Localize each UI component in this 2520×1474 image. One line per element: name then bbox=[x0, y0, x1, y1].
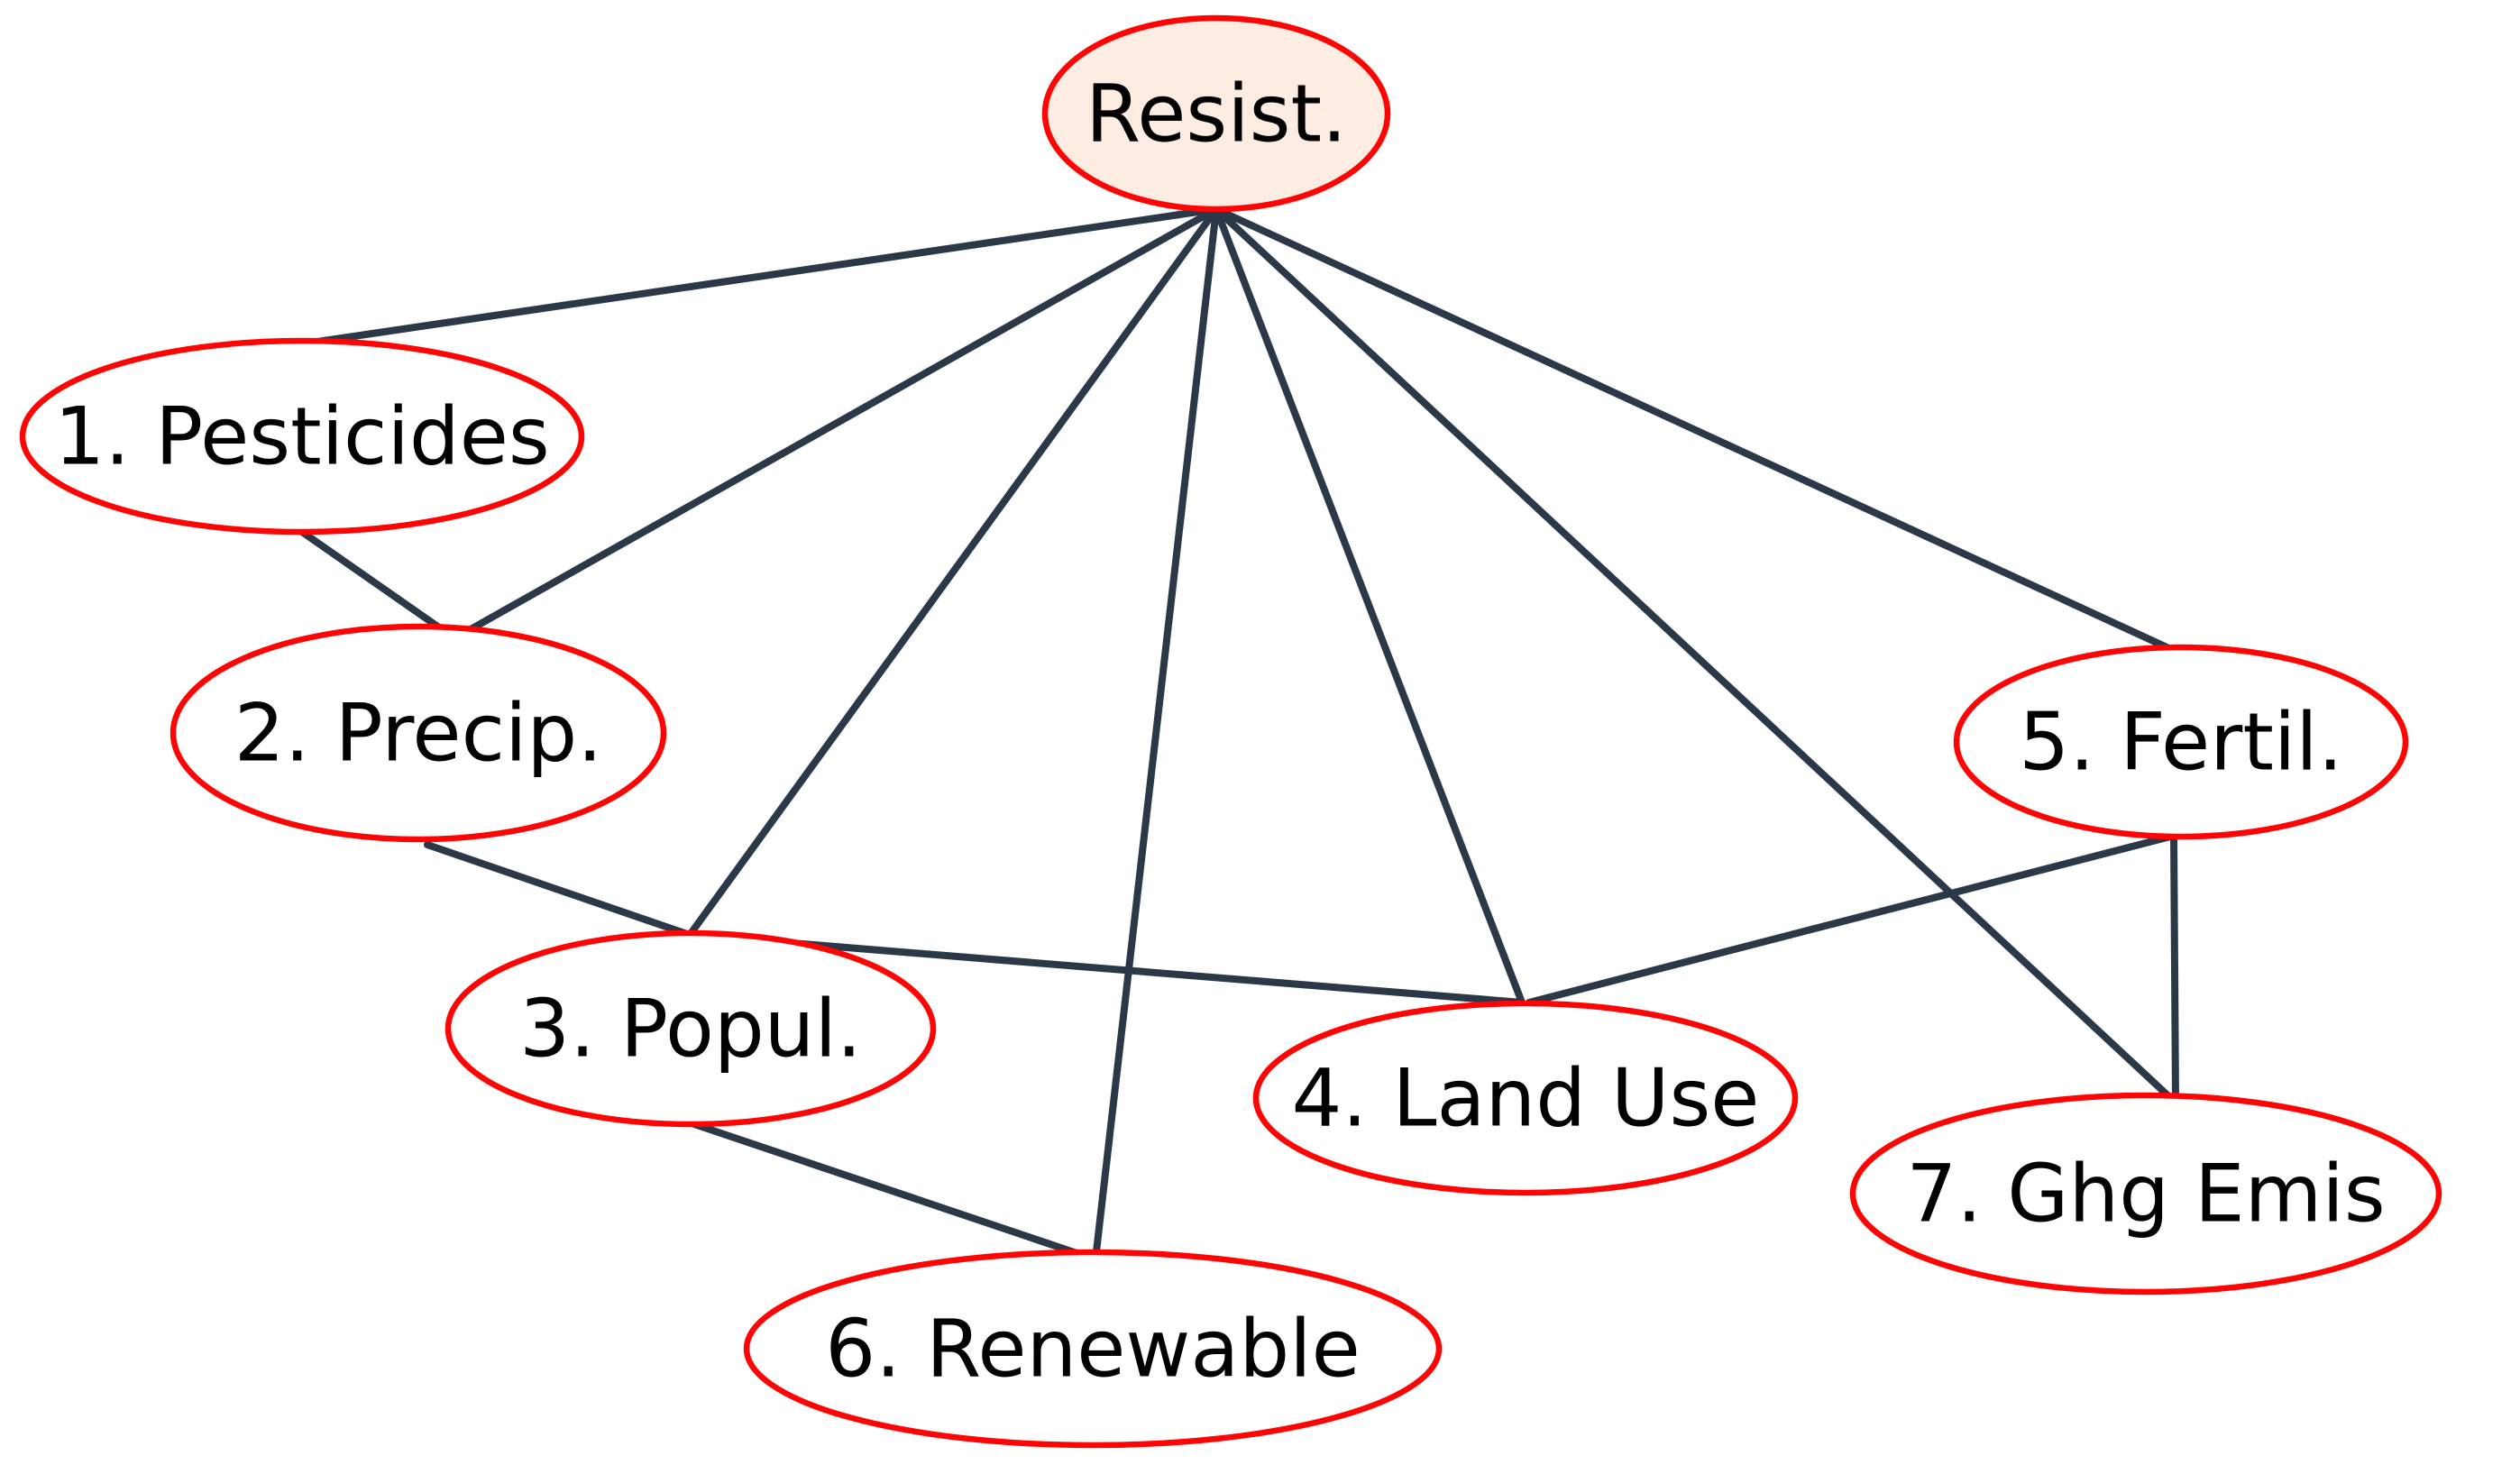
node-resist: Resist. bbox=[1041, 14, 1391, 213]
edge-resist-precip bbox=[461, 206, 1220, 636]
node-ellipse-landuse bbox=[1252, 1000, 1799, 1196]
edge-resist-popul bbox=[686, 206, 1220, 938]
edge-precip-popul bbox=[424, 841, 693, 938]
edge-resist-fertil bbox=[1213, 206, 2178, 655]
node-ellipse-renewable bbox=[743, 1249, 1443, 1449]
edge-resist-ghg bbox=[1213, 206, 2181, 1108]
nodes-layer: Resist. 1. Pesticides 2. Precip. 3. Popul. 4… bbox=[19, 14, 2442, 1449]
edge-resist-renewable bbox=[1092, 206, 1220, 1263]
node-ellipse-popul bbox=[444, 929, 937, 1128]
node-pesticides: 1. Pesticides bbox=[19, 337, 585, 536]
node-precip: 2. Precip. bbox=[170, 623, 667, 843]
edges-layer bbox=[298, 206, 2181, 1263]
node-ghg: 7. Ghg Emis bbox=[1849, 1092, 2442, 1295]
edge-popul-landuse bbox=[688, 931, 1526, 1006]
edge-resist-landuse bbox=[1213, 206, 1526, 1006]
edge-resist-pesticides bbox=[307, 206, 1220, 346]
node-ellipse-resist bbox=[1041, 14, 1391, 213]
edge-pesticides-precip bbox=[298, 528, 452, 637]
node-renewable: 6. Renewable bbox=[743, 1249, 1443, 1449]
edge-popul-renewable bbox=[691, 1121, 1099, 1263]
node-ellipse-precip bbox=[170, 623, 667, 843]
node-fertil: 5. Fertil. bbox=[1953, 644, 2409, 840]
node-landuse: 4. Land Use bbox=[1252, 1000, 1799, 1196]
edge-fertil-landuse bbox=[1526, 832, 2177, 1006]
node-ellipse-pesticides bbox=[19, 337, 585, 536]
node-ellipse-fertil bbox=[1953, 644, 2409, 840]
edge-fertil-ghg bbox=[2170, 832, 2179, 1105]
node-ellipse-ghg bbox=[1849, 1092, 2442, 1295]
node-popul: 3. Popul. bbox=[444, 929, 937, 1128]
